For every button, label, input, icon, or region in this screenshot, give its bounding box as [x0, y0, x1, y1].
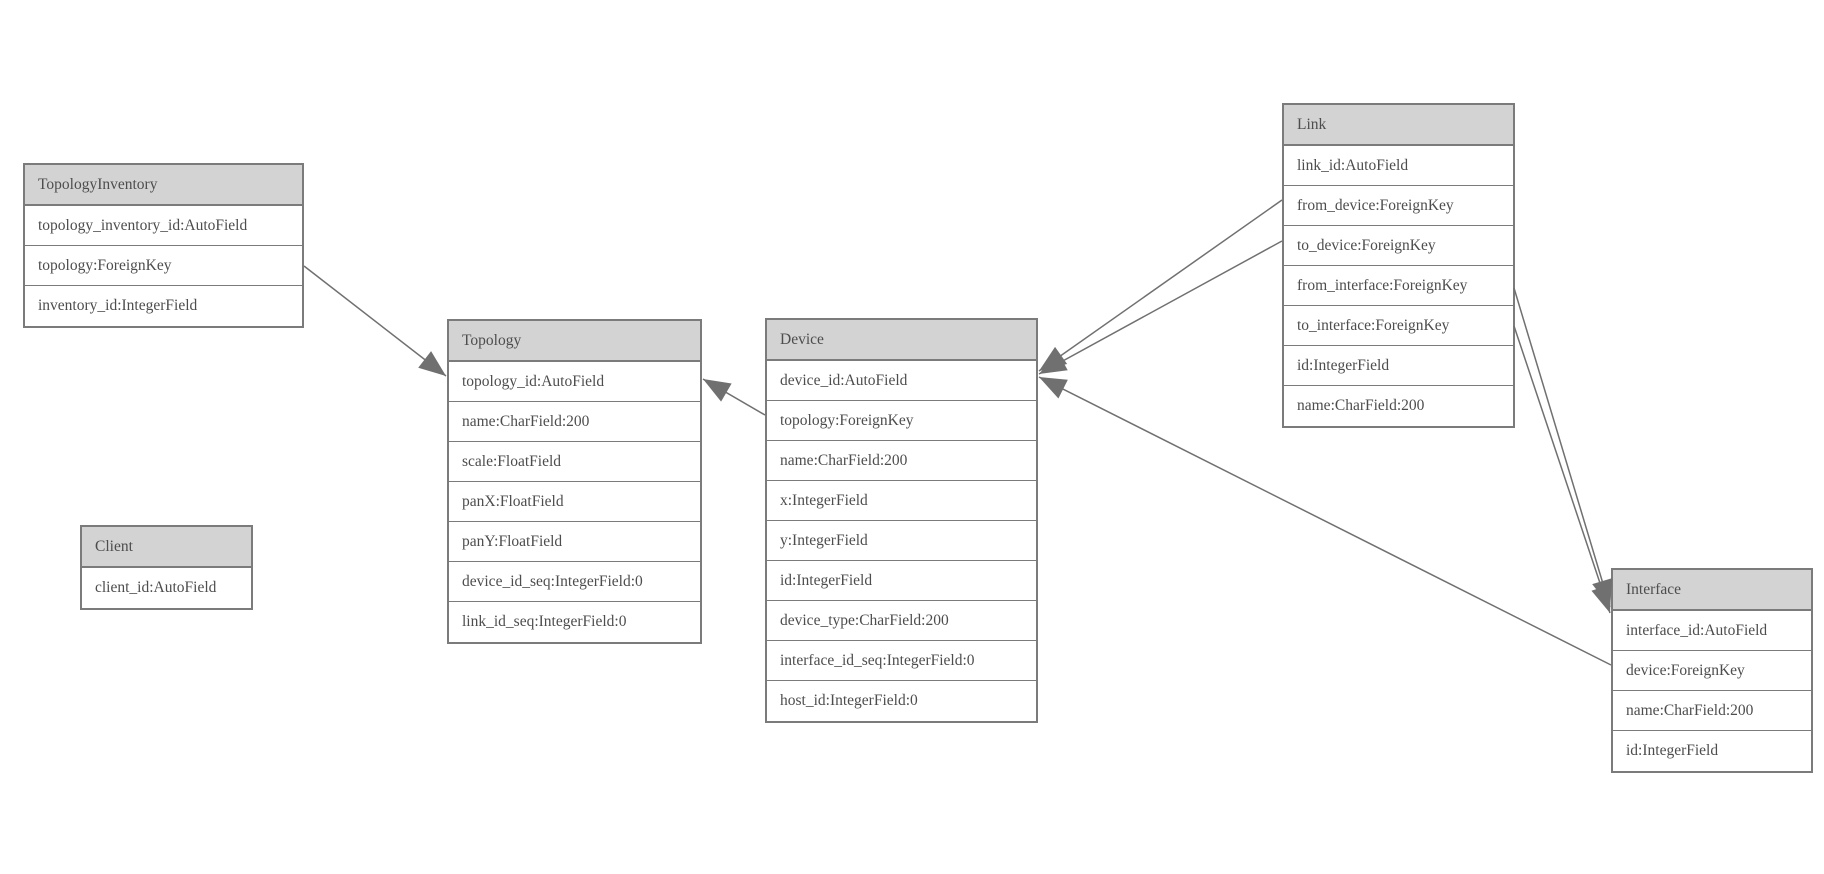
edge-link-to-device	[1038, 240, 1283, 375]
model-table-header: Client	[82, 527, 251, 568]
field-label: panY:FloatField	[462, 532, 563, 550]
model-field-row: link_id_seq:IntegerField:0	[449, 602, 700, 642]
field-label: topology:ForeignKey	[780, 411, 914, 429]
field-label: topology_inventory_id:AutoField	[38, 216, 248, 234]
model-field-row: name:CharField:200	[767, 441, 1036, 481]
model-field-row: to_device:ForeignKey	[1284, 226, 1513, 266]
model-table-topologyinventory[interactable]: TopologyInventory topology_inventory_id:…	[23, 163, 304, 328]
model-field-row: panY:FloatField	[449, 522, 700, 562]
model-field-row: topology_inventory_id:AutoField	[25, 206, 302, 246]
field-label: client_id:AutoField	[95, 579, 217, 596]
model-field-row: device_id:AutoField	[767, 361, 1036, 401]
field-label: scale:FloatField	[462, 452, 562, 470]
field-label: interface_id_seq:IntegerField:0	[780, 651, 975, 669]
field-label: device:ForeignKey	[1626, 661, 1745, 679]
edge-link-from-interface	[1513, 287, 1613, 608]
model-table-device[interactable]: Device device_id:AutoField topology:Fore…	[765, 318, 1038, 723]
model-name: Device	[780, 330, 824, 348]
field-label: topology_id:AutoField	[462, 372, 605, 390]
model-field-row: from_interface:ForeignKey	[1284, 266, 1513, 306]
model-field-row: y:IntegerField	[767, 521, 1036, 561]
model-field-row: id:IntegerField	[1284, 346, 1513, 386]
model-name: Interface	[1626, 580, 1682, 598]
edge-link-to-device-arrowhead	[1039, 351, 1068, 374]
field-label: link_id_seq:IntegerField:0	[462, 613, 627, 630]
model-field-row: host_id:IntegerField:0	[767, 681, 1036, 721]
model-name: TopologyInventory	[38, 175, 158, 193]
model-field-row: name:CharField:200	[449, 402, 700, 442]
field-label: device_id_seq:IntegerField:0	[462, 572, 643, 590]
field-label: id:IntegerField	[1626, 742, 1719, 759]
field-label: x:IntegerField	[780, 491, 868, 509]
model-field-row: topology:ForeignKey	[767, 401, 1036, 441]
model-table-interface[interactable]: Interface interface_id:AutoField device:…	[1611, 568, 1813, 773]
model-field-row: from_device:ForeignKey	[1284, 186, 1513, 226]
field-label: id:IntegerField	[780, 571, 873, 589]
model-field-row: name:CharField:200	[1284, 386, 1513, 426]
model-table-header: Device	[767, 320, 1036, 361]
model-table-header: TopologyInventory	[25, 165, 302, 206]
model-field-list: client_id:AutoField	[82, 568, 251, 608]
model-field-row: link_id:AutoField	[1284, 146, 1513, 186]
model-field-row: device_id_seq:IntegerField:0	[449, 562, 700, 602]
model-field-row: interface_id_seq:IntegerField:0	[767, 641, 1036, 681]
field-label: interface_id:AutoField	[1626, 621, 1768, 639]
model-field-row: x:IntegerField	[767, 481, 1036, 521]
field-label: from_device:ForeignKey	[1297, 196, 1454, 214]
model-field-list: topology_id:AutoField name:CharField:200…	[449, 362, 700, 642]
model-table-topology[interactable]: Topology topology_id:AutoField name:Char…	[447, 319, 702, 644]
field-label: from_interface:ForeignKey	[1297, 276, 1468, 294]
model-table-header: Interface	[1613, 570, 1811, 611]
edge-link-from-device-arrowhead	[1039, 346, 1068, 371]
model-table-header: Link	[1284, 105, 1513, 146]
model-name: Topology	[462, 331, 522, 349]
field-label: host_id:IntegerField:0	[780, 692, 918, 709]
model-field-row: inventory_id:IntegerField	[25, 286, 302, 326]
edge-topologyinventory-topology	[303, 265, 447, 377]
model-field-row: topology_id:AutoField	[449, 362, 700, 402]
model-field-row: to_interface:ForeignKey	[1284, 306, 1513, 346]
model-name: Link	[1297, 115, 1327, 133]
model-field-row: interface_id:AutoField	[1613, 611, 1811, 651]
model-field-list: topology_inventory_id:AutoField topology…	[25, 206, 302, 326]
model-field-row: topology:ForeignKey	[25, 246, 302, 286]
field-label: to_device:ForeignKey	[1297, 236, 1436, 254]
model-field-list: link_id:AutoField from_device:ForeignKey…	[1284, 146, 1513, 426]
edge-link-from-device	[1038, 199, 1283, 372]
edge-device-topology-arrowhead	[703, 379, 732, 402]
field-label: inventory_id:IntegerField	[38, 297, 198, 314]
model-table-client[interactable]: Client client_id:AutoField	[80, 525, 253, 610]
model-field-row: name:CharField:200	[1613, 691, 1811, 731]
field-label: device_type:CharField:200	[780, 611, 949, 629]
model-field-row: id:IntegerField	[1613, 731, 1811, 771]
field-label: name:CharField:200	[780, 451, 908, 469]
field-label: topology:ForeignKey	[38, 256, 172, 274]
edge-link-from-interface-arrowhead	[1592, 578, 1613, 607]
model-field-list: interface_id:AutoField device:ForeignKey…	[1613, 611, 1811, 771]
field-label: panX:FloatField	[462, 492, 564, 510]
field-label: device_id:AutoField	[780, 371, 908, 389]
field-label: name:CharField:200	[1297, 397, 1425, 414]
edge-device-topology	[702, 378, 766, 416]
field-label: y:IntegerField	[780, 531, 868, 549]
model-field-row: id:IntegerField	[767, 561, 1036, 601]
field-label: name:CharField:200	[1626, 701, 1754, 719]
field-label: to_interface:ForeignKey	[1297, 316, 1450, 334]
model-field-row: panX:FloatField	[449, 482, 700, 522]
field-label: link_id:AutoField	[1297, 156, 1409, 174]
model-field-row: client_id:AutoField	[82, 568, 251, 608]
edge-link-to-interface-arrowhead	[1591, 584, 1612, 613]
edge-interface-device-arrowhead	[1039, 377, 1068, 399]
model-table-header: Topology	[449, 321, 700, 362]
model-table-link[interactable]: Link link_id:AutoField from_device:Forei…	[1282, 103, 1515, 428]
model-field-row: device:ForeignKey	[1613, 651, 1811, 691]
model-name: Client	[95, 537, 133, 555]
model-field-list: device_id:AutoField topology:ForeignKey …	[767, 361, 1036, 721]
field-label: name:CharField:200	[462, 412, 590, 430]
model-field-row: scale:FloatField	[449, 442, 700, 482]
edge-topologyinventory-topology-arrowhead	[418, 351, 446, 376]
edge-link-to-interface	[1513, 325, 1612, 614]
model-field-row: device_type:CharField:200	[767, 601, 1036, 641]
field-label: id:IntegerField	[1297, 356, 1390, 374]
